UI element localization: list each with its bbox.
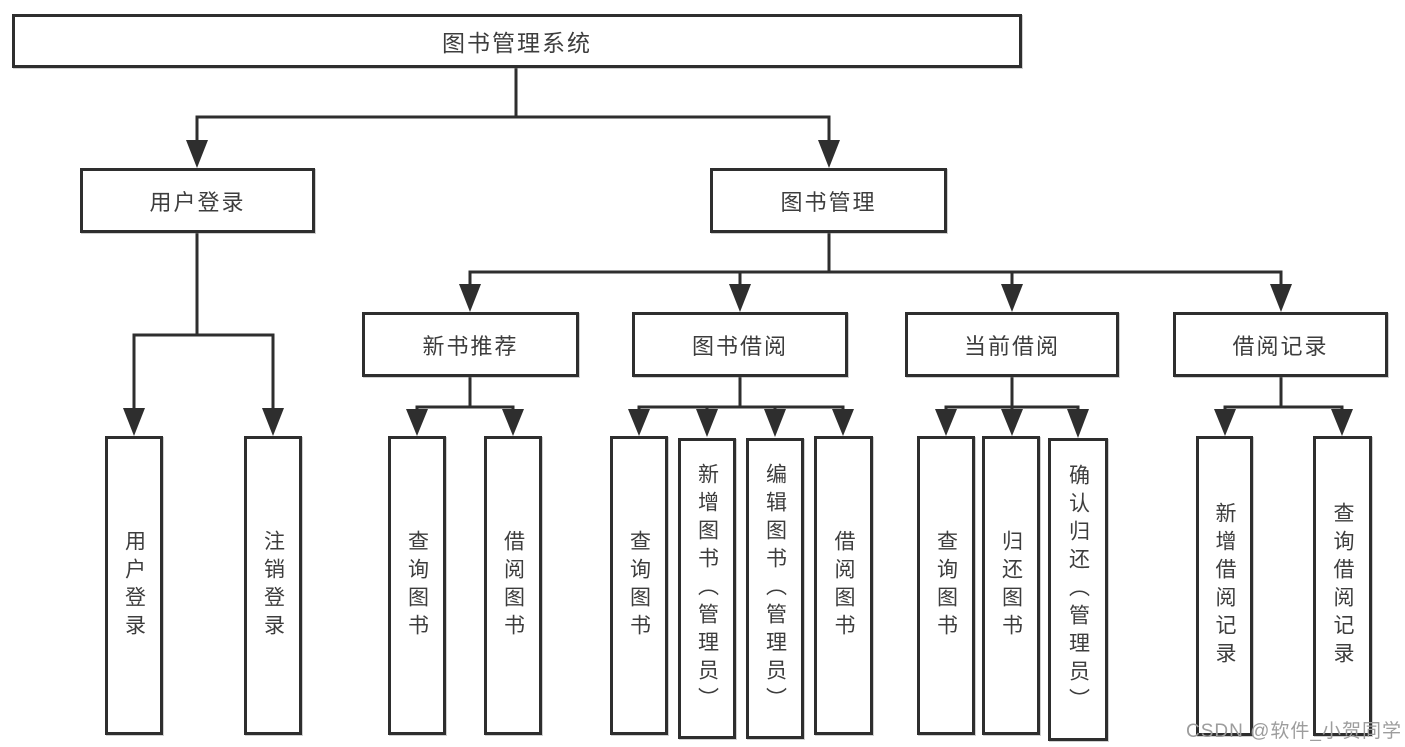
node-label: 编辑图书（管理员） (763, 462, 787, 715)
arrowhead (935, 409, 957, 436)
node-label: 用户登录 (149, 189, 246, 215)
node-label: 查询借阅记录 (1331, 502, 1354, 670)
arrowhead (628, 409, 650, 436)
node-borrowing-records: 借阅记录 (1173, 312, 1388, 377)
node-label: 当前借阅 (963, 333, 1060, 359)
arrowhead (1001, 284, 1023, 312)
arrowhead (1331, 409, 1353, 436)
leaf-add-book-admin: 新增图书（管理员） (678, 438, 736, 739)
node-label: 图书管理系统 (442, 30, 592, 56)
node-user-login: 用户登录 (80, 168, 315, 233)
arrowhead (1067, 409, 1089, 438)
node-label: 借阅图书 (501, 529, 525, 642)
arrowhead (459, 284, 481, 312)
arrowhead (406, 409, 428, 436)
watermark: CSDN @软件_小贺同学 (1186, 721, 1402, 742)
node-book-borrowing: 图书借阅 (632, 312, 848, 377)
node-new-book-recommendation: 新书推荐 (362, 312, 579, 377)
node-label: 查询图书 (934, 529, 958, 642)
arrowhead (1214, 409, 1236, 436)
leaf-query-books-current: 查询图书 (917, 436, 975, 735)
node-label: 确认归还（管理员） (1066, 463, 1090, 716)
arrowhead (832, 409, 854, 436)
node-label: 借阅记录 (1232, 333, 1329, 359)
node-label: 图书借阅 (691, 333, 788, 359)
arrowhead (502, 409, 524, 436)
leaf-borrow-books-borrow: 借阅图书 (814, 436, 873, 735)
leaf-query-borrow-record: 查询借阅记录 (1313, 436, 1372, 736)
node-label: 新增借阅记录 (1213, 502, 1236, 670)
node-label: 借阅图书 (832, 529, 855, 642)
node-label: 注销登录 (261, 529, 285, 642)
leaf-query-books-recommend: 查询图书 (388, 436, 446, 735)
arrowhead (696, 409, 718, 437)
node-root: 图书管理系统 (12, 14, 1022, 68)
leaf-confirm-return-admin: 确认归还（管理员） (1048, 438, 1108, 741)
node-current-borrowing: 当前借阅 (905, 312, 1119, 377)
arrowhead (1270, 284, 1292, 312)
arrowheads (123, 140, 1353, 438)
leaf-borrow-books-recommend: 借阅图书 (484, 436, 542, 735)
leaf-logout: 注销登录 (244, 436, 302, 735)
arrowhead (1001, 409, 1023, 436)
node-label: 查询图书 (405, 529, 429, 642)
arrowhead (729, 284, 751, 312)
leaf-return-books: 归还图书 (982, 436, 1040, 735)
leaf-user-login: 用户登录 (105, 436, 163, 735)
node-label: 图书管理 (780, 189, 877, 215)
arrowhead (186, 140, 208, 168)
node-label: 归还图书 (999, 529, 1023, 642)
leaf-edit-book-admin: 编辑图书（管理员） (746, 438, 804, 739)
leaf-add-borrow-record: 新增借阅记录 (1196, 436, 1253, 736)
node-label: 查询图书 (627, 529, 651, 642)
node-label: 用户登录 (122, 529, 146, 642)
node-label: 新增图书（管理员） (695, 462, 719, 715)
arrowhead (123, 408, 145, 436)
arrowhead (764, 409, 786, 437)
node-book-management: 图书管理 (710, 168, 947, 233)
arrowhead (262, 408, 284, 436)
node-label: 新书推荐 (422, 333, 519, 359)
leaf-query-books-borrow: 查询图书 (610, 436, 668, 735)
arrowhead (818, 140, 840, 168)
